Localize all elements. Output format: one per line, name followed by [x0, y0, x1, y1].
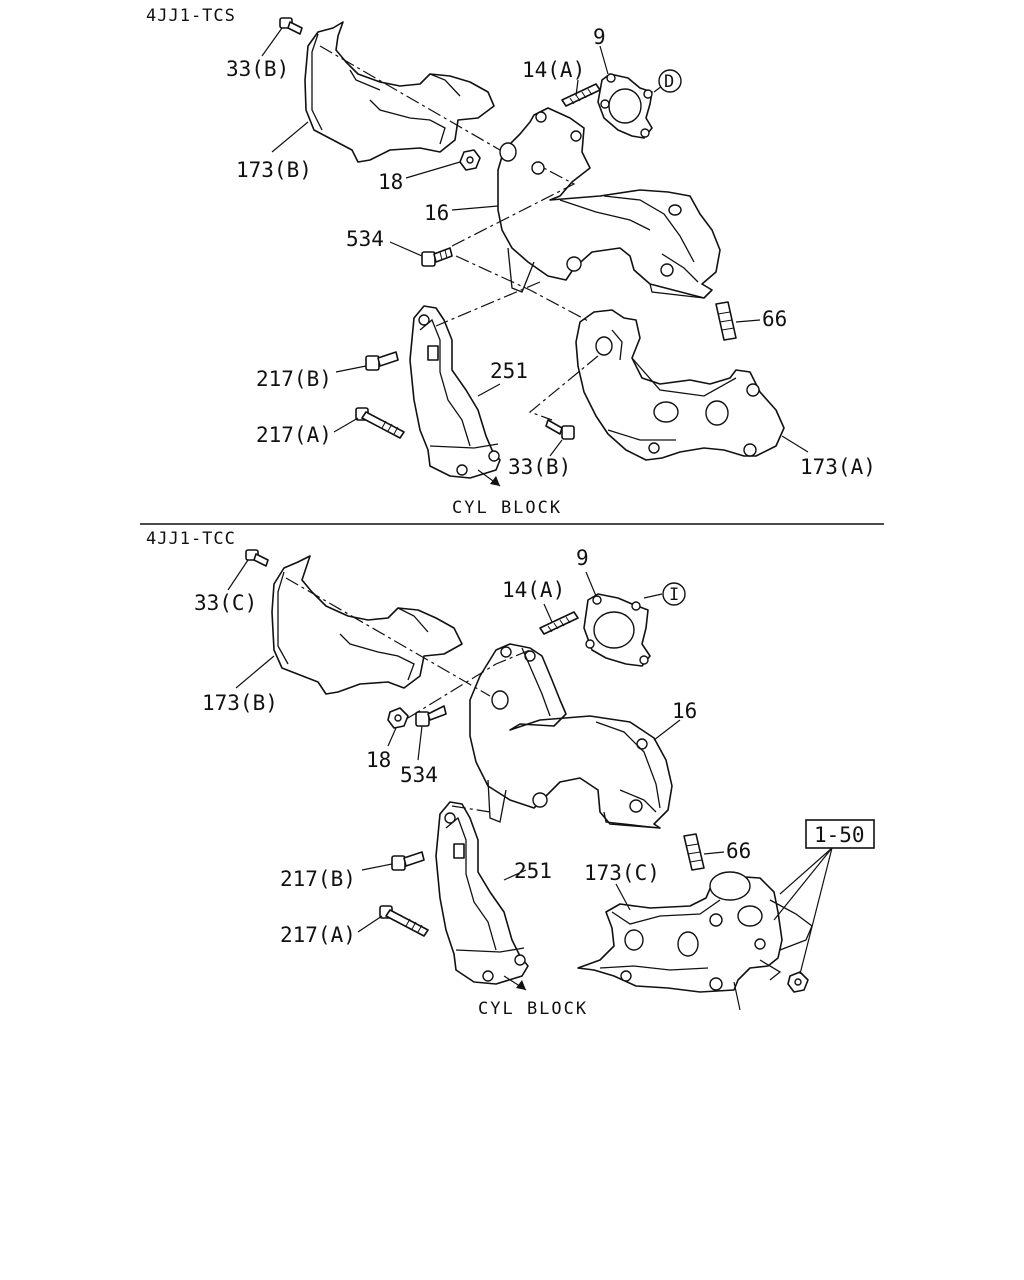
- label-stud-14a: 14(A): [502, 578, 565, 602]
- ref-circle-i: [662, 582, 686, 606]
- manifold-173a: [575, 309, 785, 461]
- label-bolt-534: 534: [400, 763, 438, 787]
- bolt-534: [421, 247, 453, 267]
- label-heat-shield-173b: 173(B): [236, 158, 312, 182]
- bolt-217b: [391, 851, 425, 871]
- assembly-lines-upper: [319, 45, 599, 421]
- label-bolt-217b: 217(B): [280, 867, 356, 891]
- cyl-block-arrowhead: [516, 980, 526, 990]
- label-manifold-173c: 173(C): [584, 861, 660, 885]
- label-bolt-217a: 217(A): [256, 423, 332, 447]
- bolt-217b: [365, 351, 399, 371]
- variant-title: 4JJ1-TCS: [146, 6, 236, 26]
- label-manifold-173a: 173(A): [800, 455, 876, 479]
- bolt-217a: [379, 905, 429, 937]
- nut-18: [387, 707, 409, 729]
- bolt-33-top: [279, 17, 303, 35]
- bracket-251: [435, 801, 529, 985]
- label-bolt-534: 534: [346, 227, 384, 251]
- exhaust-pipe-16: [497, 107, 721, 299]
- gasket-9: [583, 593, 651, 667]
- section-4jj1-tcs: 4JJ1-TCS: [146, 6, 876, 518]
- variant-title: 4JJ1-TCC: [146, 529, 236, 549]
- cyl-block-label: CYL BLOCK: [452, 498, 562, 518]
- bolt-217a: [355, 407, 405, 439]
- label-ref-box-1-50: 1-50: [814, 823, 865, 847]
- label-stud-14a: 14(A): [522, 58, 585, 82]
- label-bolt-33-lower: 33(B): [508, 455, 571, 479]
- label-pipe-16: 16: [672, 699, 697, 723]
- cyl-block-label: CYL BLOCK: [478, 999, 588, 1019]
- stud-66: [715, 301, 737, 341]
- ref-box-1-50: [805, 819, 875, 849]
- label-ref-circle-i: I: [669, 585, 680, 605]
- label-bolt-33: 33(C): [194, 591, 257, 615]
- label-bolt-33: 33(B): [226, 57, 289, 81]
- label-bracket-251: 251: [514, 859, 552, 883]
- label-nut-18: 18: [366, 748, 391, 772]
- ref-circle-d: [658, 69, 682, 93]
- label-gasket-9: 9: [576, 546, 589, 570]
- manifold-173c: [577, 871, 813, 993]
- label-nut-18: 18: [378, 170, 403, 194]
- label-gasket-9: 9: [593, 25, 606, 49]
- leader-lines-lower: [227, 559, 833, 1011]
- label-pipe-16: 16: [424, 201, 449, 225]
- bracket-251: [409, 305, 501, 479]
- assembly-lines-lower: [285, 577, 531, 813]
- section-4jj1-tcc: 4JJ1-TCC: [146, 529, 875, 1019]
- exhaust-pipe-16: [469, 643, 673, 829]
- label-bracket-251: 251: [490, 359, 528, 383]
- nut-ref-1-50: [787, 971, 809, 993]
- label-stud-66: 66: [726, 839, 751, 863]
- stud-14a: [539, 611, 579, 635]
- stud-14a: [561, 83, 601, 107]
- cyl-block-arrowhead: [490, 476, 500, 486]
- leader-lines-upper: [261, 27, 809, 457]
- bolt-33-top: [245, 549, 269, 567]
- label-bolt-217b: 217(B): [256, 367, 332, 391]
- label-heat-shield-173b: 173(B): [202, 691, 278, 715]
- heat-shield-173b: [304, 21, 495, 163]
- bolt-534: [415, 705, 447, 727]
- nut-18: [459, 149, 481, 171]
- label-stud-66: 66: [762, 307, 787, 331]
- label-bolt-217a: 217(A): [280, 923, 356, 947]
- label-ref-circle-d: D: [664, 72, 675, 92]
- bolt-33-lower: [545, 419, 575, 440]
- gasket-9: [597, 73, 653, 139]
- stud-66: [683, 833, 705, 871]
